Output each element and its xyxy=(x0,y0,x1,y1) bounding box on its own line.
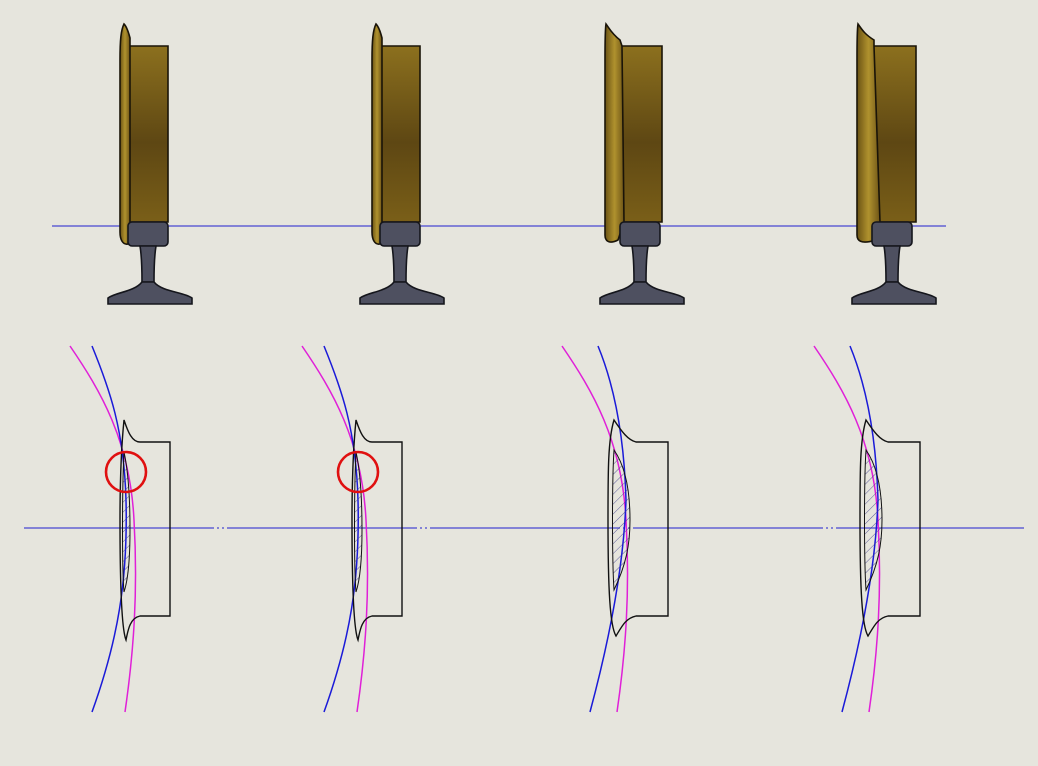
wheel-flange xyxy=(604,22,625,243)
rail-profile-curve xyxy=(69,345,137,713)
rail-foot xyxy=(359,281,445,305)
wheel-section-outline xyxy=(859,418,921,638)
rail-web xyxy=(391,245,409,283)
rail-foot xyxy=(107,281,193,305)
rail-head xyxy=(619,221,661,247)
top-row-wheel-rail-views xyxy=(107,22,937,305)
bottom-view-2 xyxy=(301,345,403,713)
wheel-profile-curve xyxy=(323,345,359,713)
wheel-body xyxy=(617,45,663,223)
contact-hatch-region xyxy=(612,448,631,592)
wheel-flange xyxy=(371,22,383,245)
rail-foot xyxy=(851,281,937,305)
bottom-view-4 xyxy=(813,345,921,713)
rail-profile-curve xyxy=(301,345,369,713)
rail-head xyxy=(871,221,913,247)
rail-web xyxy=(883,245,901,283)
wheel-flange xyxy=(856,22,881,243)
bottom-view-1 xyxy=(69,345,171,713)
bottom-view-3 xyxy=(561,345,669,713)
top-view-1 xyxy=(107,22,193,305)
wheel-section-outline xyxy=(351,419,403,643)
wheel-section-outline xyxy=(119,419,171,643)
contact-point-circle xyxy=(104,450,148,494)
bottom-row-profile-views xyxy=(69,345,921,713)
contact-hatch-region xyxy=(122,451,131,593)
wheel-body xyxy=(125,45,169,223)
wheel-flange xyxy=(119,22,131,245)
rail-head xyxy=(127,221,169,247)
top-view-2 xyxy=(359,22,445,305)
contact-point-circle xyxy=(336,450,380,494)
rail-head xyxy=(379,221,421,247)
rail-web xyxy=(139,245,157,283)
contact-hatch-region xyxy=(354,451,363,593)
wheel-section-outline xyxy=(607,418,669,638)
top-view-4 xyxy=(851,22,937,305)
wheel-body xyxy=(377,45,421,223)
rail-foot xyxy=(599,281,685,305)
top-view-3 xyxy=(599,22,685,305)
contact-hatch-region xyxy=(864,448,883,592)
rail-web xyxy=(631,245,649,283)
wheel-profile-curve xyxy=(91,345,127,713)
